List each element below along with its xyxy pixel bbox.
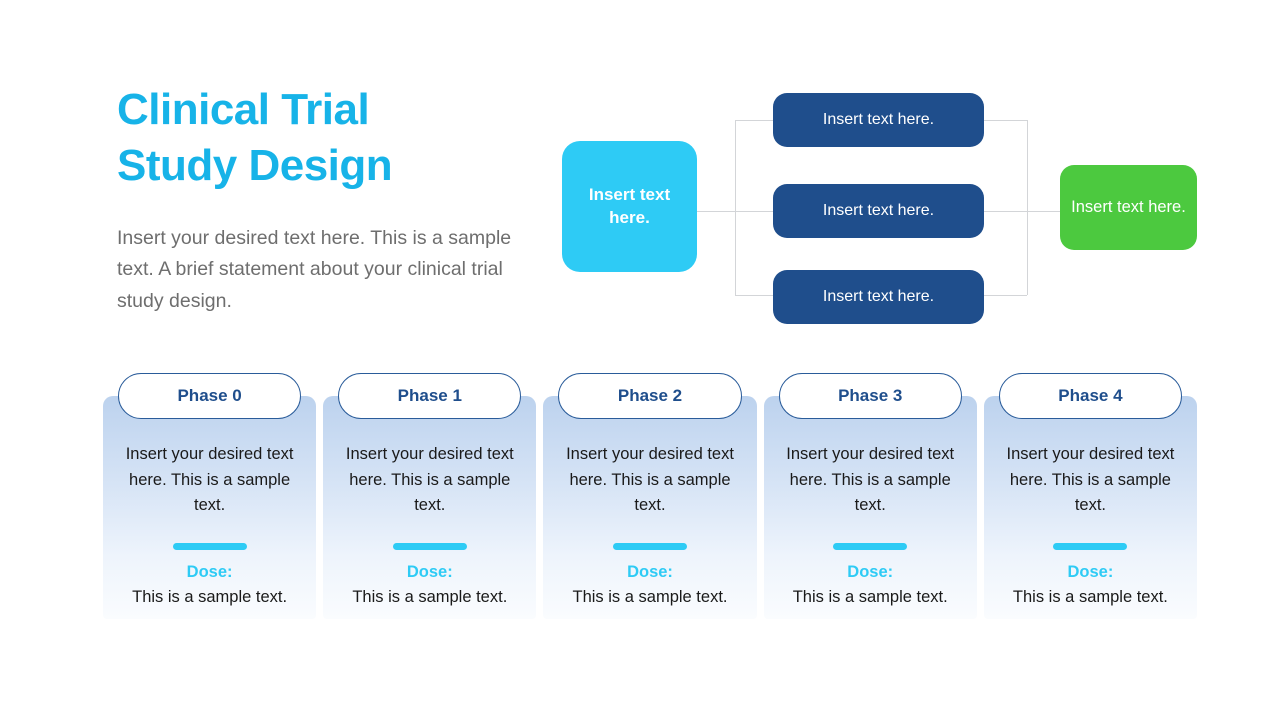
- phase-card-3[interactable]: Phase 3 Insert your desired text here. T…: [763, 373, 977, 619]
- phase-card-header[interactable]: Phase 4: [998, 373, 1183, 419]
- phase-card-body: [543, 396, 757, 619]
- phase-card-header[interactable]: Phase 0: [118, 373, 302, 419]
- connector-right-branch-2: [984, 211, 1027, 212]
- phase-card-dose-label: Dose:: [186, 563, 233, 581]
- phase-card-title: Phase 0: [177, 386, 242, 405]
- flow-end-box[interactable]: Insert text here.: [1060, 165, 1197, 250]
- flow-middle-label-3: Insert text here.: [822, 288, 935, 305]
- phase-card-dose-text: This is a sample text.: [792, 588, 948, 606]
- phase-card-dose-label: Dose:: [627, 563, 673, 581]
- phase-card-header[interactable]: Phase 2: [558, 373, 742, 419]
- flow-start-label: Insert text here.: [588, 184, 671, 227]
- connector-right-branch-1: [984, 120, 1027, 121]
- phase-card-description: Insert your desired text here. This is a…: [786, 445, 955, 515]
- phase-card-dose-label: Dose:: [1067, 563, 1114, 581]
- phase-card-description: Insert your desired text here. This is a…: [345, 445, 514, 515]
- connector-start-stem: [697, 211, 735, 212]
- slide-subtitle: Insert your desired text here. This is a…: [117, 226, 512, 312]
- phase-card-dose-label: Dose:: [847, 563, 894, 581]
- flow-diagram: Insert text here. Insert text here. Inse…: [555, 80, 1215, 330]
- phase-card-1[interactable]: Phase 1 Insert your desired text here. T…: [323, 373, 537, 619]
- phase-card-title: Phase 3: [838, 386, 903, 405]
- page-title: Clinical Trial Study Design: [117, 85, 393, 190]
- phase-card-divider: [172, 543, 247, 550]
- phase-card-list: Phase 0 Insert your desired text here. T…: [103, 373, 1198, 619]
- phase-card-divider: [613, 543, 687, 550]
- connector-right-branch-3: [984, 295, 1027, 296]
- phase-card-description: Insert your desired text here. This is a…: [1006, 445, 1175, 515]
- phase-card-body: [983, 396, 1198, 619]
- flow-middle-label-2: Insert text here.: [822, 202, 935, 219]
- phase-card-dose-label: Dose:: [406, 563, 453, 581]
- connector-end-stem: [1027, 211, 1060, 212]
- phase-card-title: Phase 2: [617, 386, 683, 405]
- phase-card-title: Phase 1: [397, 386, 462, 405]
- phase-card-divider: [392, 543, 467, 550]
- phase-card-dose-text: This is a sample text.: [572, 588, 728, 606]
- flow-end-label: Insert text here.: [1071, 198, 1186, 217]
- flow-start-box[interactable]: Insert text here.: [562, 141, 697, 272]
- phase-card-divider: [833, 543, 908, 550]
- flow-middle-box-2[interactable]: Insert text here.: [773, 184, 984, 238]
- phase-card-header[interactable]: Phase 1: [338, 373, 522, 419]
- phase-card-0[interactable]: Phase 0 Insert your desired text here. T…: [103, 373, 317, 619]
- connector-right-trunk: [1027, 120, 1028, 295]
- flow-middle-label-1: Insert text here.: [822, 111, 935, 128]
- connector-left-trunk: [735, 120, 736, 295]
- title-block: Clinical Trial Study Design Insert your …: [117, 82, 537, 317]
- connector-left-branch-1: [735, 120, 773, 121]
- phase-card-body: [763, 396, 977, 619]
- phase-card-4[interactable]: Phase 4 Insert your desired text here. T…: [983, 373, 1198, 619]
- phase-card-description: Insert your desired text here. This is a…: [566, 445, 734, 515]
- flow-middle-box-1[interactable]: Insert text here.: [773, 93, 984, 147]
- connector-left-branch-3: [735, 295, 773, 296]
- phase-card-dose-text: This is a sample text.: [1012, 588, 1168, 606]
- phase-card-description: Insert your desired text here. This is a…: [125, 445, 294, 515]
- phase-card-divider: [1053, 543, 1128, 550]
- phase-card-2[interactable]: Phase 2 Insert your desired text here. T…: [543, 373, 757, 619]
- phase-card-body: [323, 396, 537, 619]
- phase-card-dose-text: This is a sample text.: [352, 588, 508, 606]
- flow-middle-box-3[interactable]: Insert text here.: [773, 270, 984, 324]
- phase-card-body: [103, 396, 317, 619]
- phase-card-dose-text: This is a sample text.: [132, 588, 288, 606]
- phase-card-header[interactable]: Phase 3: [778, 373, 962, 419]
- connector-left-branch-2: [735, 211, 773, 212]
- phase-card-title: Phase 4: [1058, 386, 1123, 405]
